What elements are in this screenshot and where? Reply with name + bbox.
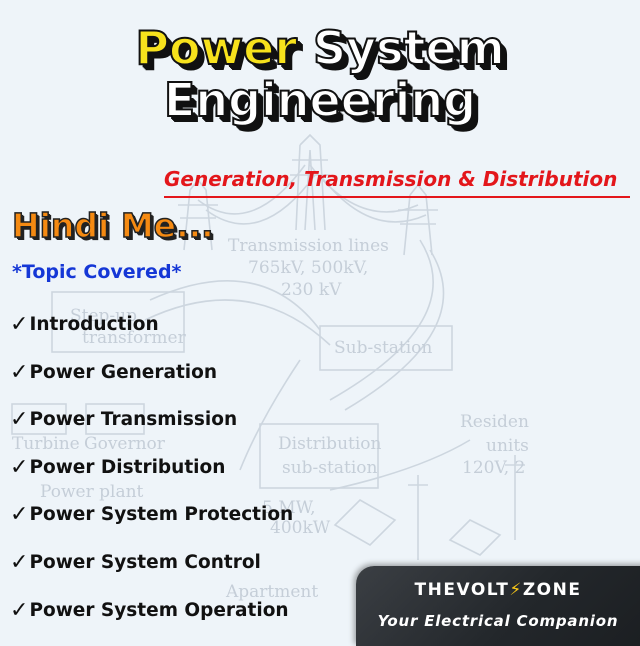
title-line-1: Power System [0, 21, 640, 75]
lightning-bolt-icon: ⚡ [509, 580, 523, 600]
bg-label: Distribution [278, 434, 382, 454]
check-icon: ✓ [10, 549, 29, 575]
list-item: ✓Power Distribution [10, 455, 293, 503]
topic-label: Power System Control [29, 551, 261, 573]
topic-label: Power Distribution [29, 456, 226, 478]
check-icon: ✓ [10, 407, 29, 433]
title-line-2: Engineering [163, 73, 477, 127]
bg-label: 400kW [270, 518, 331, 538]
list-item: ✓Power Generation [10, 360, 293, 408]
topic-label: Power System Operation [29, 599, 289, 621]
bg-label: Sub-station [334, 338, 433, 358]
tower-center [290, 133, 330, 231]
brand-tagline: Your Electrical Companion [377, 612, 619, 630]
bg-label: 230 kV [281, 280, 342, 300]
check-icon: ✓ [10, 359, 29, 385]
step-up-box [51, 291, 185, 353]
substation-box [319, 325, 453, 371]
bg-label: 120V, 2 [462, 458, 526, 478]
bg-label: units [486, 436, 529, 456]
check-icon: ✓ [10, 597, 29, 623]
bg-label: Apartment [226, 582, 319, 602]
bg-label: Power plant [40, 482, 144, 502]
bg-label: Transmission lines [228, 236, 389, 256]
distribution-box [259, 423, 379, 489]
list-item: ✓Power System Control [10, 550, 293, 598]
topic-label: Power Generation [29, 361, 218, 383]
list-item: ✓Power System Protection [10, 502, 293, 550]
brand-name-part1: THEVOLT [414, 580, 510, 600]
list-item: ✓Introduction [10, 312, 293, 360]
brand-name: THEVOLT⚡ZONE [356, 580, 640, 600]
topic-list: ✓Introduction ✓Power Generation ✓Power T… [10, 312, 293, 645]
title-highlight: Power [134, 21, 298, 75]
subtitle: Generation, Transmission & Distribution [164, 164, 630, 198]
check-icon: ✓ [10, 502, 29, 528]
hindi-label: Hindi Me... [11, 205, 214, 246]
bg-label: Step-up [70, 306, 137, 326]
topic-label: Introduction [29, 314, 159, 335]
bg-label: sub-station [282, 458, 378, 478]
check-icon: ✓ [10, 312, 29, 337]
title-rest: System [297, 21, 506, 75]
bg-label: Governor [84, 434, 165, 454]
topic-label: Power System Protection [29, 504, 294, 526]
list-item: ✓Power Transmission [10, 407, 293, 455]
bg-label: 765kV, 500kV, [248, 258, 369, 278]
brand-name-part2: ZONE [522, 580, 582, 600]
tower-left [178, 178, 218, 251]
check-icon: ✓ [10, 454, 29, 480]
page-title: Power System Engineering [0, 21, 640, 127]
tower-right [398, 183, 438, 256]
bg-label: transformer [82, 328, 186, 348]
bg-label: Residen [460, 412, 529, 432]
bg-label: 5 MW, [262, 498, 316, 518]
bg-label: Turbine [12, 434, 80, 454]
topic-label: Power Transmission [29, 409, 238, 431]
list-item: ✓Power System Operation [10, 598, 293, 646]
brand-badge: THEVOLT⚡ZONE Your Electrical Companion [356, 566, 640, 646]
topic-heading: *Topic Covered* [12, 261, 182, 283]
